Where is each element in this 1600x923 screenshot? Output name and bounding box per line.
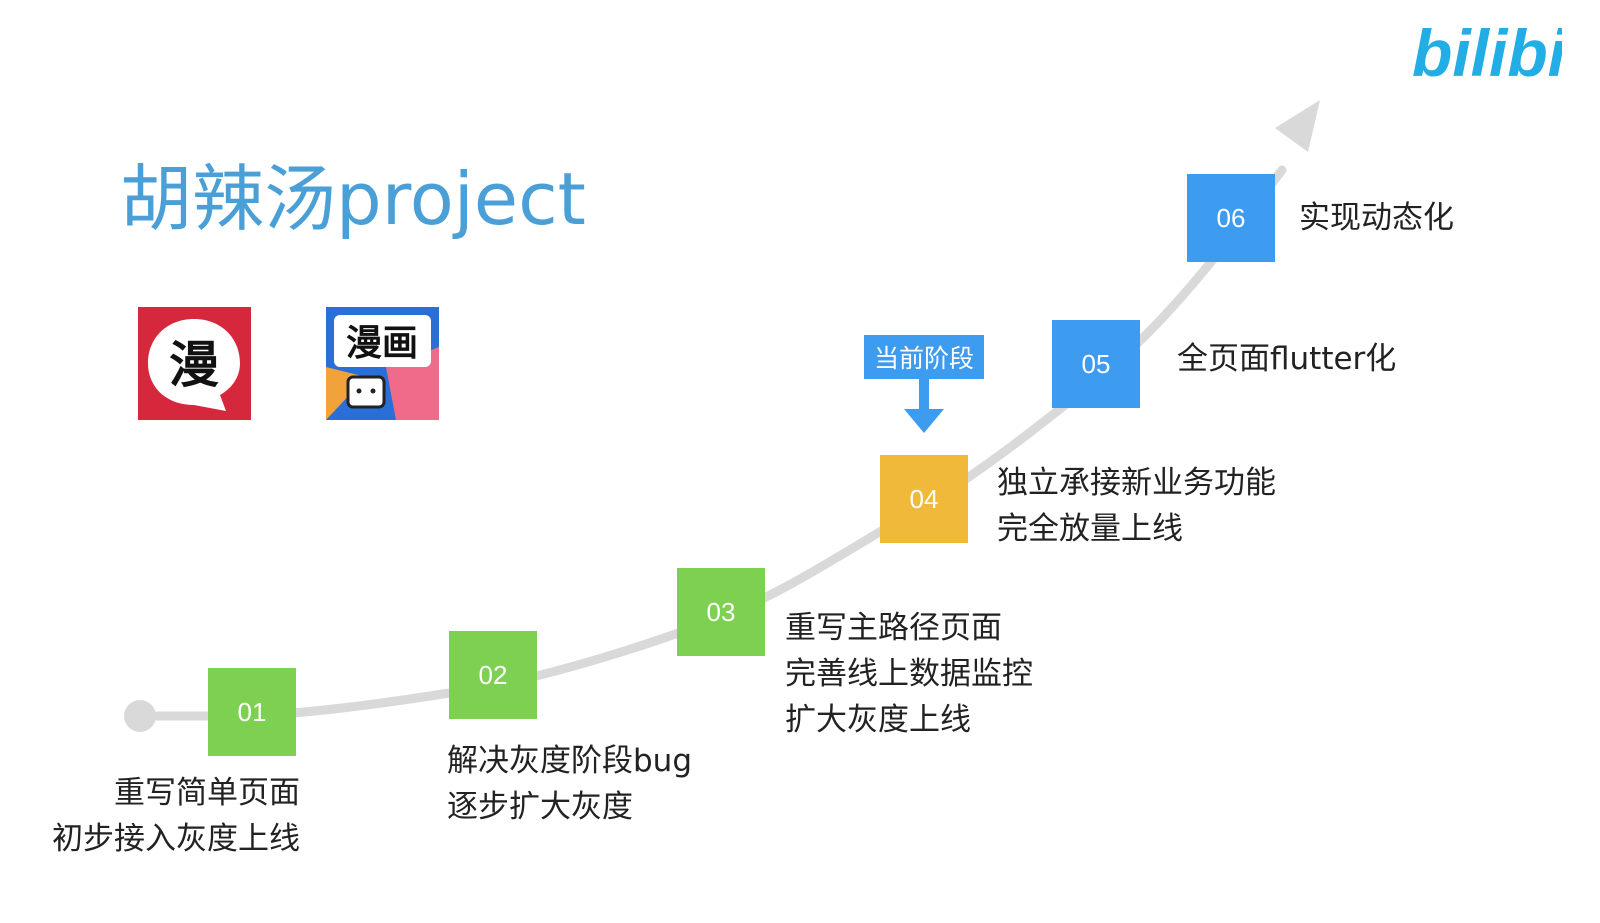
step-04-line-1: 独立承接新业务功能 [997, 465, 1276, 501]
page-title: 胡辣汤project [120, 157, 586, 241]
bilibili-logo-text: bilibili [1412, 16, 1562, 88]
manhua-blue-app-icon: 漫画 [326, 307, 439, 420]
step-01-description: 重写简单页面 初步接入灰度上线 [30, 770, 300, 862]
step-05-description: 全页面flutter化 [1177, 336, 1396, 382]
step-03-description: 重写主路径页面 完善线上数据监控 扩大灰度上线 [785, 605, 1033, 743]
step-04-box: 04 [880, 455, 968, 543]
manhua-red-app-icon: 漫 [138, 307, 251, 420]
manhua-blue-app-label: 漫画 [346, 323, 418, 364]
step-02-description: 解决灰度阶段bug 逐步扩大灰度 [447, 738, 692, 830]
step-05-line-1: 全页面flutter化 [1177, 341, 1397, 377]
step-03-box: 03 [677, 568, 765, 656]
step-02-line-1: 解决灰度阶段bug [447, 743, 693, 779]
step-03-line-1: 重写主路径页面 [785, 610, 1002, 646]
current-stage-arrow-icon [904, 379, 944, 433]
step-04-line-2: 完全放量上线 [997, 511, 1183, 547]
manhua-red-app-label: 漫 [169, 336, 219, 394]
step-04-description: 独立承接新业务功能 完全放量上线 [997, 460, 1276, 552]
step-02-box: 02 [449, 631, 537, 719]
step-06-box: 06 [1187, 174, 1275, 262]
step-06-line-1: 实现动态化 [1299, 200, 1454, 236]
step-01-line-1: 重写简单页面 [114, 775, 300, 811]
step-05-box: 05 [1052, 320, 1140, 408]
step-01-line-2: 初步接入灰度上线 [52, 821, 300, 857]
step-03-line-3: 扩大灰度上线 [785, 702, 971, 738]
curve-arrowhead-icon [1275, 100, 1320, 152]
step-01-box: 01 [208, 668, 296, 756]
current-stage-badge: 当前阶段 [864, 335, 984, 379]
curve-start-dot [124, 700, 156, 732]
step-03-line-2: 完善线上数据监控 [785, 656, 1033, 692]
bilibili-logo-icon: bilibili [1412, 16, 1562, 88]
step-02-line-2: 逐步扩大灰度 [447, 789, 633, 825]
step-06-description: 实现动态化 [1299, 195, 1454, 241]
